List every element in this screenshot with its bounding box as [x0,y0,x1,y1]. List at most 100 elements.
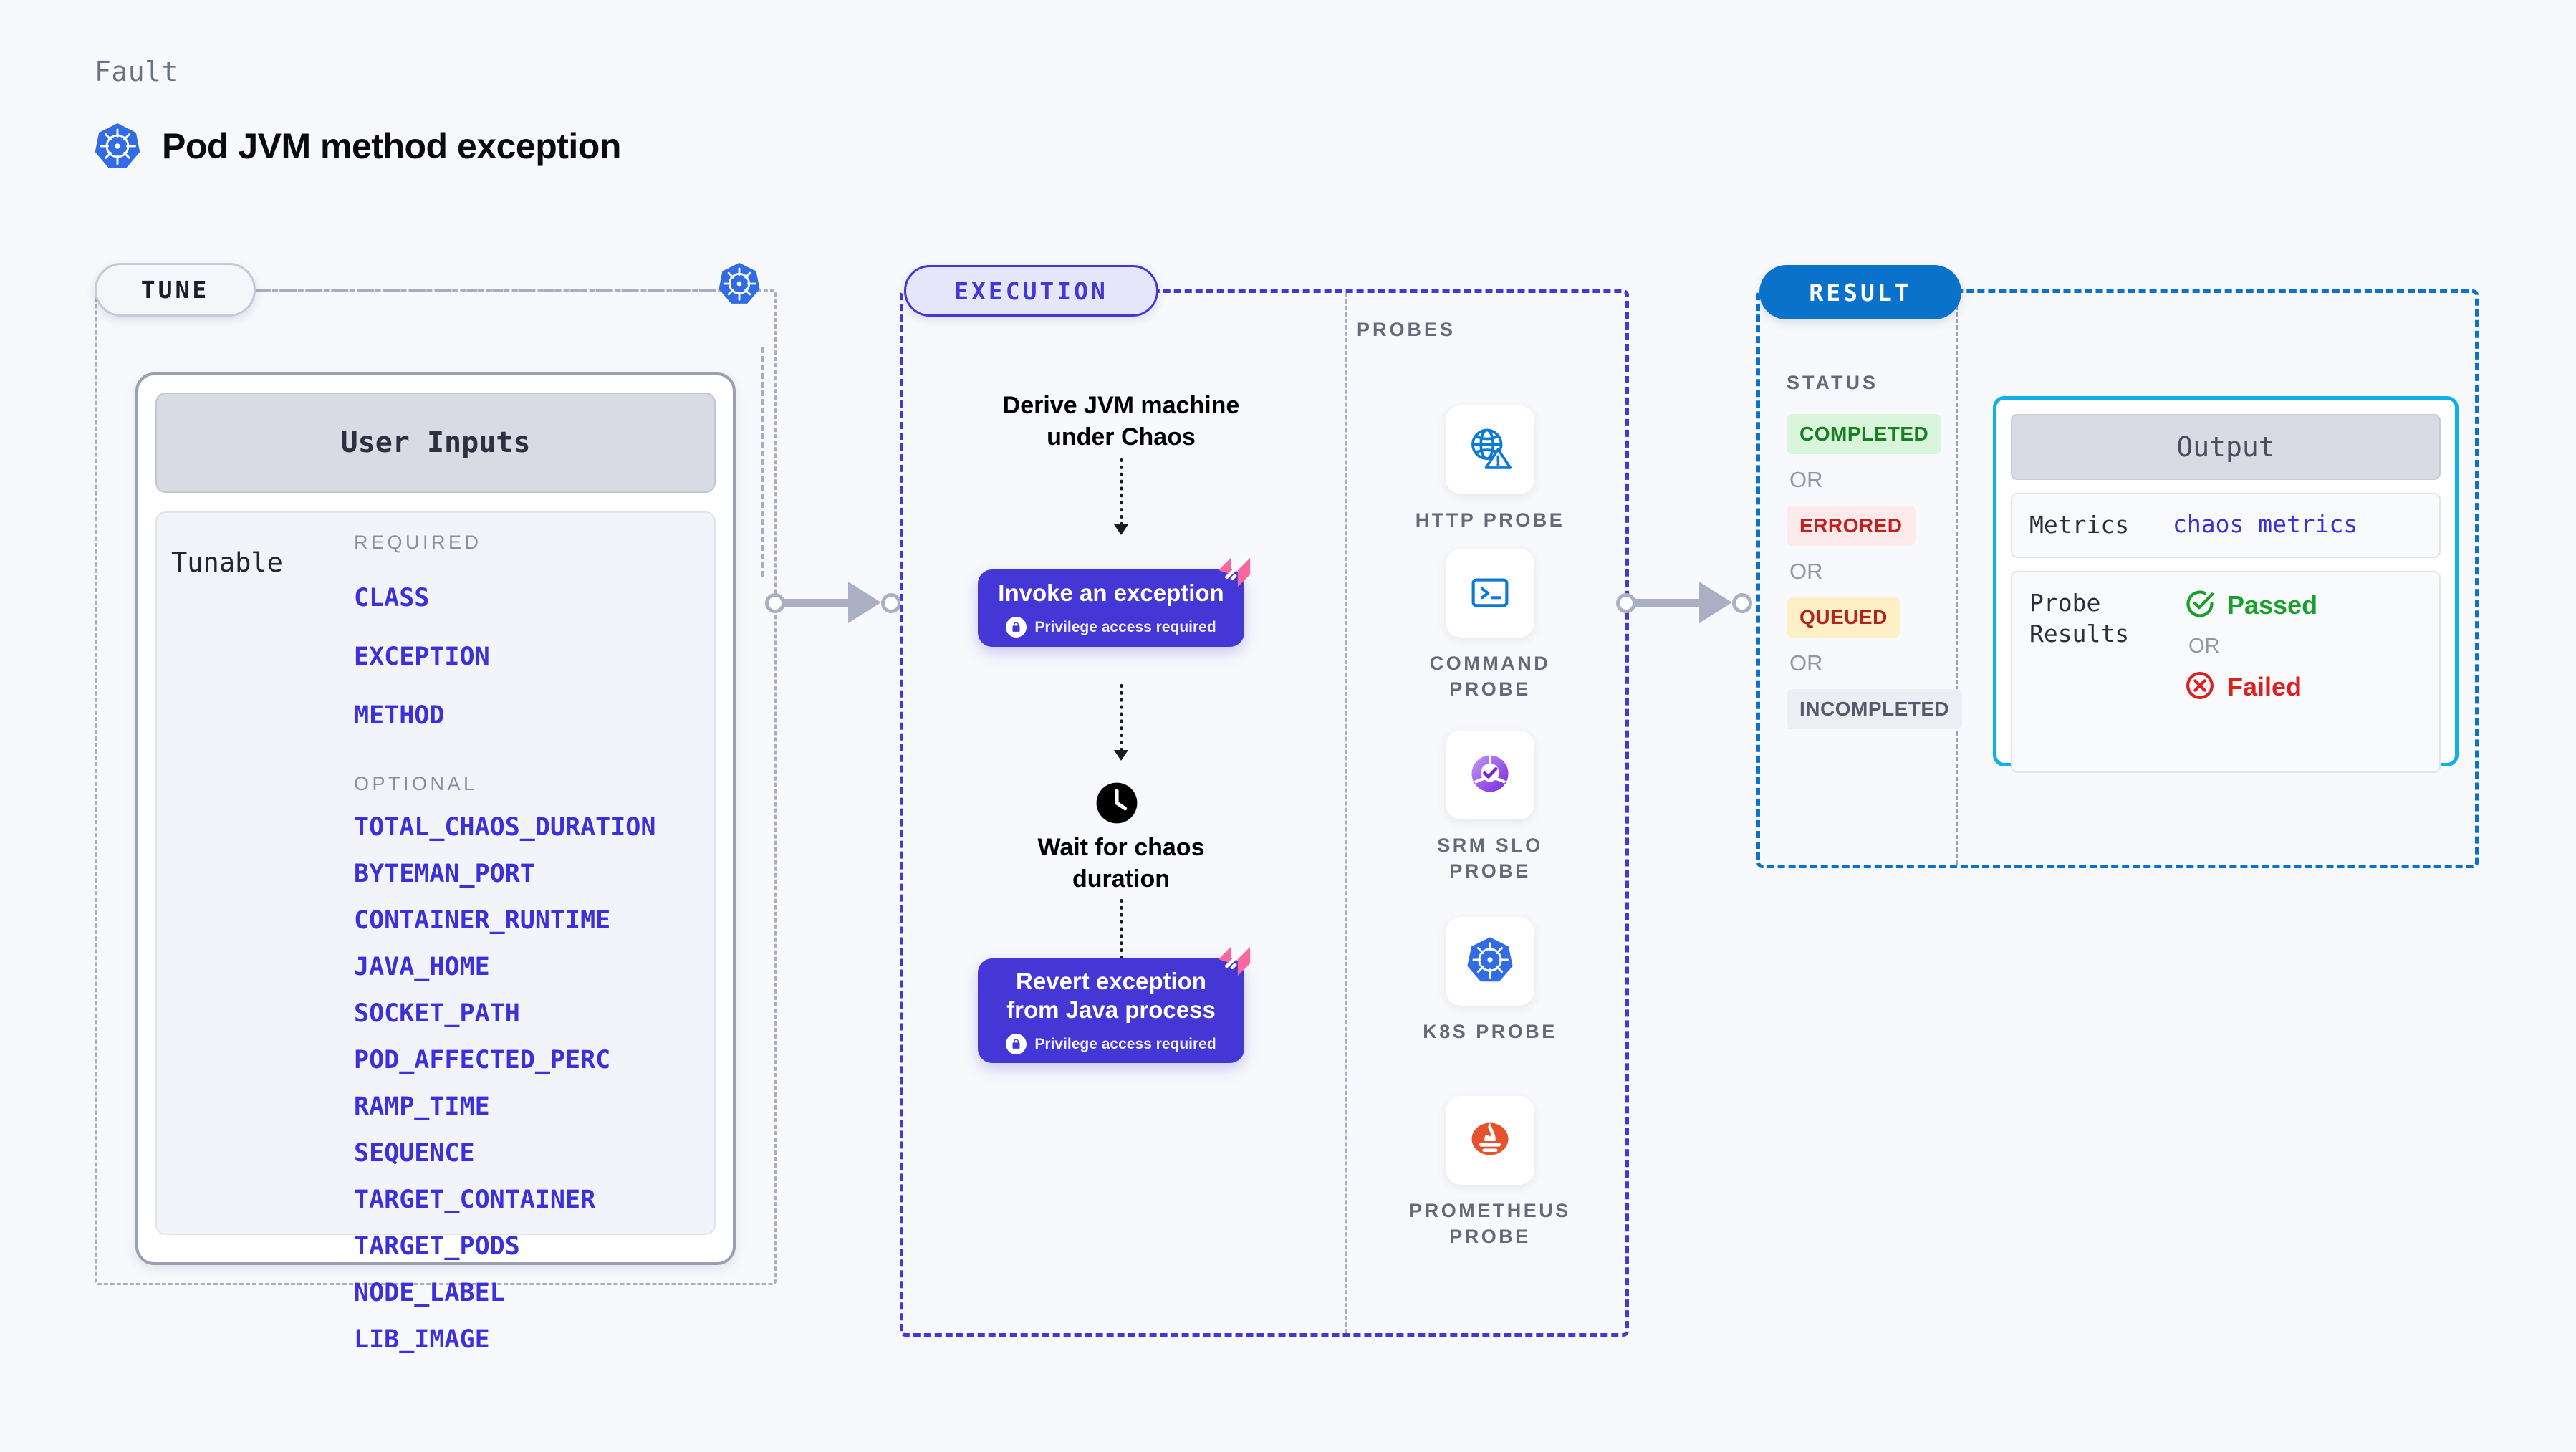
connector-line [777,599,870,607]
check-circle-icon [2184,588,2216,623]
parameter-item[interactable]: CONTAINER_RUNTIME [354,906,611,935]
execution-step-wait: Wait for chaos duration [1037,834,1205,893]
probe-item-command[interactable]: COMMAND PROBE [1375,549,1605,703]
execution-stage-pill[interactable]: EXECUTION [904,265,1158,317]
parameter-item[interactable]: RAMP_TIME [354,1092,490,1121]
probe-tile [1446,549,1534,638]
card-privilege-text: Privilege access required [1034,1035,1216,1052]
tune-dashed-connector-vertical [761,347,764,577]
clock-icon [1095,781,1139,825]
x-circle-icon [2184,670,2216,705]
probe-result-failed-label: Failed [2227,672,2302,702]
connector-endpoint [765,593,785,613]
probe-item-srm-slo[interactable]: SRM SLO PROBE [1375,731,1605,885]
card-privilege-text: Privilege access required [1034,618,1216,635]
page-title: Pod JVM method exception [162,126,621,166]
status-or-label: OR [1789,559,1823,584]
parameter-item[interactable]: POD_AFFECTED_PERC [354,1046,611,1074]
page-title-row: Pod JVM method exception [93,122,621,170]
srm-slo-icon [1464,748,1516,803]
probe-item-http[interactable]: HTTP PROBE [1375,405,1605,533]
status-or-label: OR [1789,650,1823,675]
output-key: Probe Results [2029,588,2130,648]
probe-label: SRM SLO PROBE [1437,835,1543,883]
status-list: COMPLETED OR ERRORED OR QUEUED OR INCOMP… [1787,414,1966,729]
execution-card-revert-exception[interactable]: Revert exception from Java process Privi… [978,946,1251,1063]
connector-tune-to-execution [765,580,901,623]
output-card: Output Metrics chaos metrics Probe Resul… [1993,396,2459,773]
probe-label: HTTP PROBE [1415,509,1565,531]
connector-endpoint [1616,593,1636,613]
arrow-tip [1114,524,1128,535]
lock-icon [1006,1034,1027,1055]
tunable-label: Tunable [171,547,283,578]
parameter-item[interactable]: TARGET_PODS [354,1232,520,1261]
card-title: Revert exception from Java process [1006,967,1216,1023]
fault-eyebrow-label: Fault [95,56,178,87]
probe-result-passed-label: Passed [2227,590,2318,620]
output-key: Metrics [2029,511,2130,539]
status-badge: INCOMPLETED [1787,689,1963,729]
probe-tile [1446,405,1534,494]
optional-section-header: OPTIONAL [354,773,478,794]
status-badge: QUEUED [1787,597,1900,638]
connector-execution-to-result [1616,580,1752,623]
kubernetes-icon [717,261,761,309]
user-inputs-title: User Inputs [155,393,716,493]
parameter-item[interactable]: NODE_LABEL [354,1279,505,1307]
parameter-item[interactable]: BYTEMAN_PORT [354,860,535,888]
terminal-icon [1466,568,1514,619]
status-or-label: OR [1789,467,1823,492]
probe-tile [1446,731,1534,819]
arrow-shaft [1120,684,1123,751]
card-privilege-note: Privilege access required [1006,1034,1216,1055]
flow-arrow-down [1114,458,1128,537]
output-title: Output [2011,414,2441,480]
connector-arrowhead [1699,582,1732,623]
probe-label: K8S PROBE [1423,1021,1557,1042]
probe-item-prometheus[interactable]: PROMETHEUS PROBE [1375,1096,1605,1250]
flow-arrow-down [1114,684,1128,763]
parameter-item[interactable]: LIB_IMAGE [354,1325,490,1354]
harness-icon [1218,557,1251,587]
parameter-item[interactable]: METHOD [354,701,445,730]
parameter-item[interactable]: TARGET_CONTAINER [354,1186,596,1214]
execution-card-invoke-exception[interactable]: Invoke an exception Privilege access req… [978,557,1251,647]
harness-icon [1218,946,1251,976]
arrow-shaft [1120,458,1123,526]
probe-result-values: Passed OR Failed [2173,588,2317,705]
probe-result-failed: Failed [2184,670,2317,705]
status-section-label: STATUS [1787,372,1878,393]
tune-dashed-connector [255,289,749,292]
probe-tile [1446,917,1534,1006]
output-value-metrics[interactable]: chaos metrics [2173,510,2358,538]
execution-step-derive: Derive JVM machine under Chaos [1002,392,1240,451]
parameter-item[interactable]: CLASS [354,584,430,612]
connector-line [1628,599,1721,607]
output-row-metrics: Metrics chaos metrics [2011,493,2441,558]
parameter-item[interactable]: SOCKET_PATH [354,999,520,1028]
kubernetes-icon [93,122,142,170]
connector-arrowhead [848,582,881,623]
tune-stage-pill[interactable]: TUNE [95,263,256,317]
probe-tile [1446,1096,1534,1185]
result-stage-pill[interactable]: RESULT [1759,265,1961,319]
card-title: Invoke an exception [998,579,1224,606]
parameter-item[interactable]: EXCEPTION [354,643,490,671]
required-section-header: REQUIRED [354,532,482,553]
required-parameters-group: REQUIRED CLASS EXCEPTION METHOD [354,532,707,730]
execution-probes-divider [1345,293,1347,1333]
tunable-section: Tunable REQUIRED CLASS EXCEPTION METHOD … [155,511,716,1354]
parameter-item[interactable]: SEQUENCE [354,1139,475,1168]
kubernetes-icon [1464,934,1516,989]
result-output-divider [1956,293,1958,865]
user-inputs-card: User Inputs Tunable REQUIRED CLASS EXCEP… [135,372,736,1354]
parameter-item[interactable]: TOTAL_CHAOS_DURATION [354,813,656,842]
probe-result-or-label: OR [2188,634,2220,658]
arrow-shaft [1120,899,1123,966]
probe-label: COMMAND PROBE [1429,653,1551,701]
status-badge: COMPLETED [1787,414,1942,454]
parameter-item[interactable]: JAVA_HOME [354,953,490,981]
probe-item-k8s[interactable]: K8S PROBE [1375,917,1605,1044]
prometheus-icon [1464,1113,1516,1168]
